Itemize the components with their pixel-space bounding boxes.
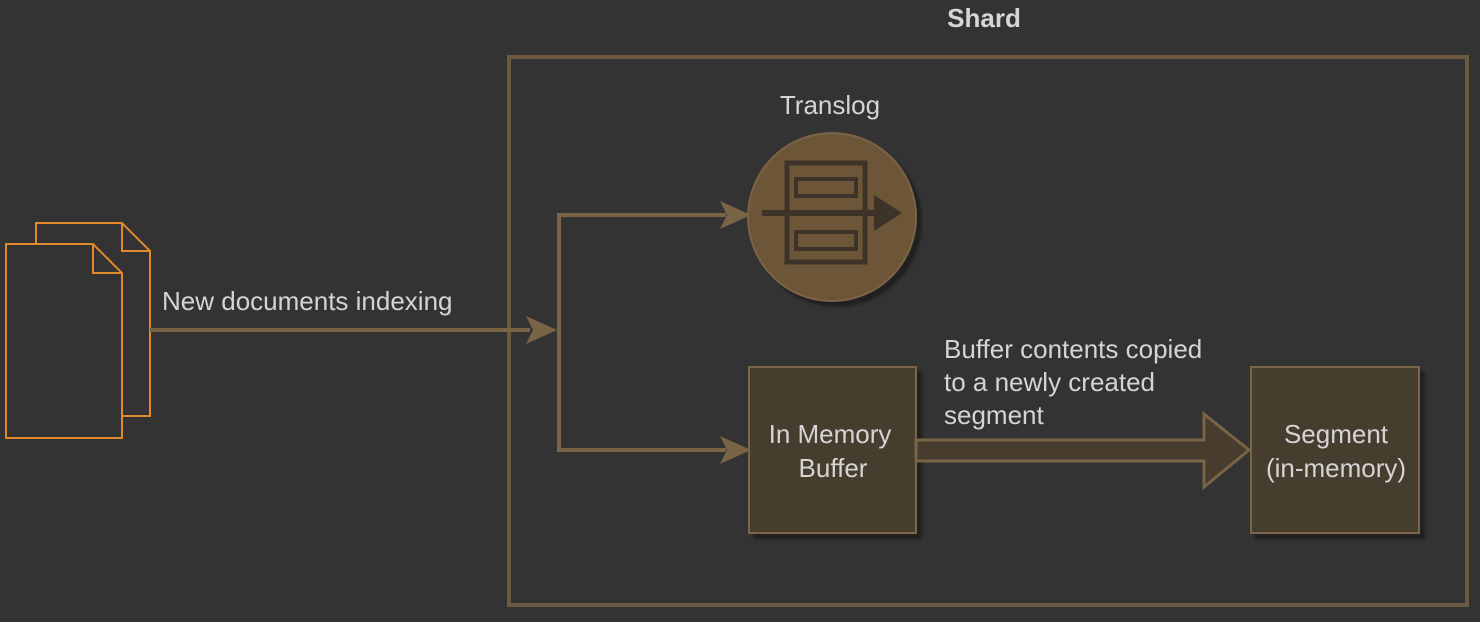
shard-title: Shard xyxy=(947,3,1021,33)
copy-label-line3: segment xyxy=(944,400,1044,430)
buffer-label-line1: In Memory xyxy=(769,419,892,449)
buffer-arrowhead xyxy=(720,436,751,464)
in-memory-buffer-box xyxy=(748,366,917,534)
segment-box xyxy=(1250,366,1420,534)
translog-label: Translog xyxy=(780,90,880,120)
segment-label-line2: (in-memory) xyxy=(1266,453,1406,483)
copy-arrow xyxy=(914,410,1252,491)
buffer-label-line2: Buffer xyxy=(799,453,868,483)
copy-label-line2: to a newly created xyxy=(944,367,1155,397)
segment-label-line1: Segment xyxy=(1284,419,1389,449)
split-connector xyxy=(557,213,726,452)
indexing-arrow xyxy=(150,316,557,344)
translog-icon xyxy=(747,132,917,302)
indexing-label: New documents indexing xyxy=(162,286,453,316)
documents-icon xyxy=(5,222,151,439)
translog-arrowhead xyxy=(720,201,751,229)
copy-label-line1: Buffer contents copied xyxy=(944,334,1202,364)
